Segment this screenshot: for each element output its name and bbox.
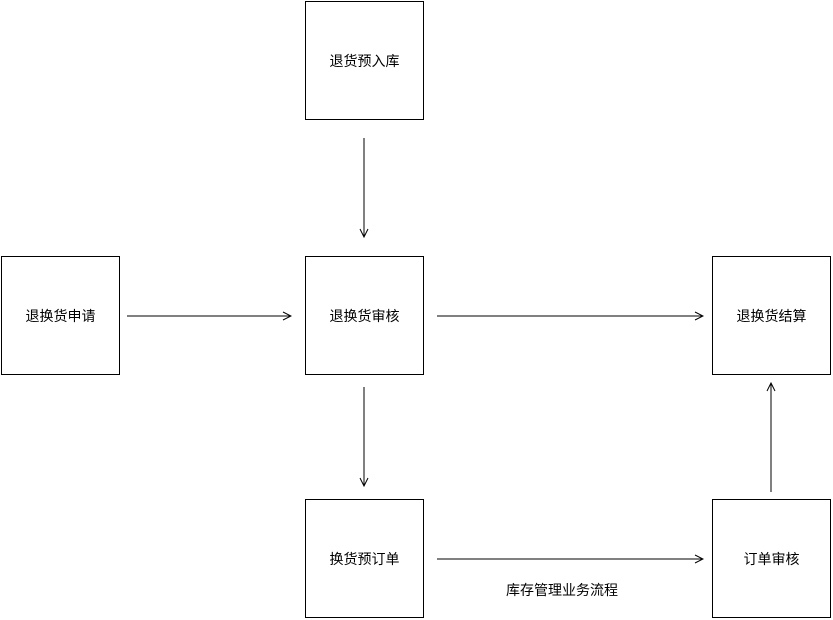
node-return-exchange-review: 退换货审核 [305,256,424,375]
node-exchange-preorder: 换货预订单 [305,499,424,618]
node-order-review: 订单审核 [712,499,831,618]
diagram-caption: 库存管理业务流程 [506,583,618,599]
node-return-exchange-apply: 退换货申请 [1,256,120,375]
node-return-preinbound: 退货预入库 [305,1,424,120]
node-return-exchange-settle: 退换货结算 [712,256,831,375]
